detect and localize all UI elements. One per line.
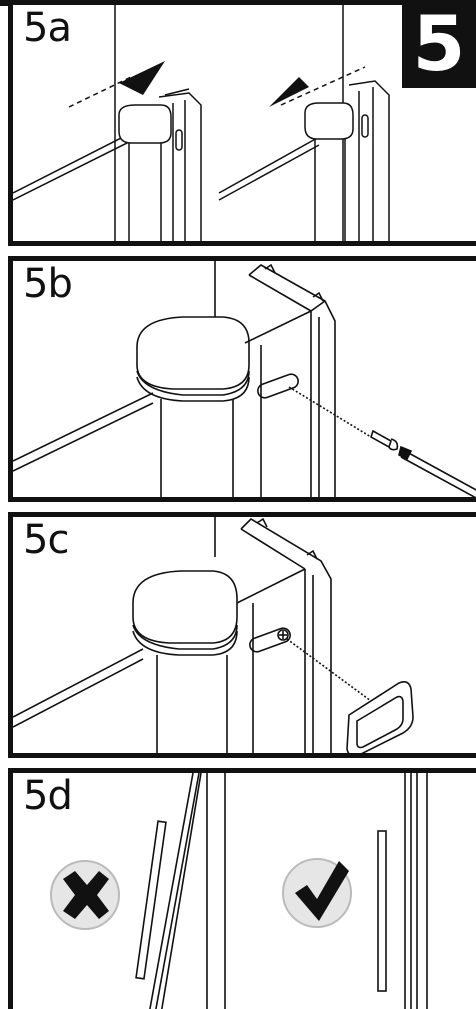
panel-label-5c: 5c — [23, 517, 69, 563]
step-number-badge: 5 — [402, 0, 476, 88]
panel-label-5d: 5d — [23, 773, 73, 819]
panel-5c-illustration — [13, 517, 414, 753]
panel-label-5a: 5a — [23, 5, 72, 51]
check-mark-icon — [282, 858, 352, 928]
panel-5a-illustration — [13, 5, 390, 241]
panel-5d-illustration — [50, 773, 428, 1009]
panel-5b: 5b — [8, 256, 476, 502]
panel-5d: 5d — [8, 768, 476, 1009]
panel-5c: 5c — [8, 512, 476, 758]
panel-5b-illustration — [13, 261, 476, 497]
panel-5a: 5a — [8, 0, 476, 246]
panel-label-5b: 5b — [23, 261, 73, 307]
cross-mark-icon — [50, 860, 120, 930]
